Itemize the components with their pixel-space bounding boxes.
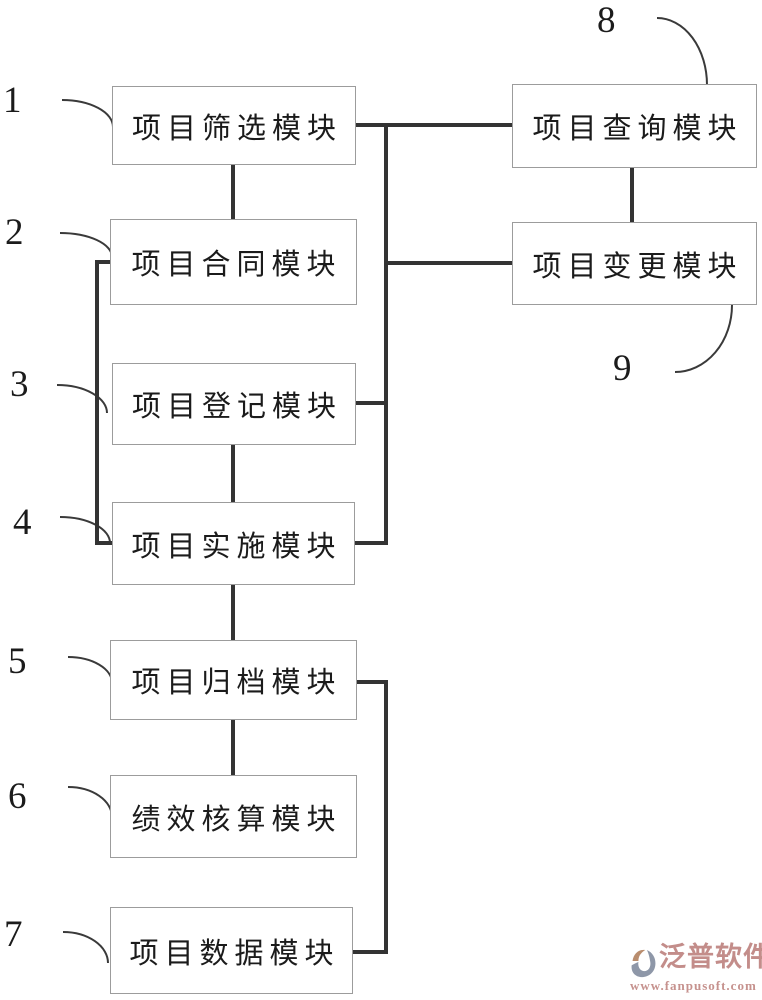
ref-number-3: 3	[10, 364, 29, 405]
leader-arc-2	[59, 232, 113, 258]
ref-number-4: 4	[13, 502, 32, 543]
bracket-right-vertical	[384, 680, 388, 954]
connector-box3-box4	[231, 445, 235, 504]
ref-number-8: 8	[597, 0, 616, 41]
ref-number-2: 2	[5, 212, 24, 253]
bracket-left-bottom-stub	[95, 541, 114, 545]
module-box-performance-accounting: 绩效核算模块	[110, 775, 357, 858]
bracket-right-bottom-stub	[351, 950, 388, 954]
connector-box3-trunk	[356, 401, 384, 405]
leader-arc-3	[56, 384, 108, 414]
ref-number-7: 7	[4, 914, 23, 955]
bracket-right-top-stub	[355, 680, 388, 684]
leader-arc-1	[61, 99, 114, 128]
connector-box1-box2	[231, 165, 235, 221]
vendor-url: www.fanpusoft.com	[630, 978, 757, 993]
leader-arc-8	[656, 17, 708, 86]
ref-number-5: 5	[8, 641, 27, 682]
ref-number-1: 1	[3, 80, 22, 121]
fanpu-logo-icon	[631, 949, 656, 978]
connector-box8-box9	[630, 168, 634, 224]
module-box-project-data: 项目数据模块	[110, 907, 353, 994]
module-box-project-query: 项目查询模块	[512, 84, 757, 168]
trunk-vertical-line	[384, 123, 388, 545]
leader-arc-7	[62, 931, 109, 964]
connector-box5-box6	[231, 720, 235, 777]
connector-box4-trunk	[355, 541, 384, 545]
vendor-brand-name: 泛普软件	[659, 942, 762, 972]
leader-arc-9	[674, 304, 733, 373]
vendor-watermark: 泛普软件 www.fanpusoft.com	[628, 941, 762, 997]
leader-arc-6	[67, 786, 113, 818]
connector-box1-box8	[356, 123, 512, 127]
bracket-left-top-stub	[95, 260, 112, 264]
module-box-project-change: 项目变更模块	[512, 222, 757, 305]
ref-number-6: 6	[8, 776, 27, 817]
module-box-project-registration: 项目登记模块	[112, 363, 356, 445]
module-box-project-archiving: 项目归档模块	[110, 640, 357, 720]
module-box-project-implementation: 项目实施模块	[112, 502, 355, 585]
module-box-project-screening: 项目筛选模块	[112, 86, 356, 165]
leader-arc-4	[59, 516, 111, 544]
module-box-project-contract: 项目合同模块	[110, 219, 357, 305]
leader-arc-5	[67, 656, 113, 684]
connector-trunk-box9	[388, 261, 512, 265]
bracket-left-vertical	[95, 260, 99, 545]
ref-number-9: 9	[613, 348, 632, 389]
connector-box4-box5	[231, 585, 235, 642]
